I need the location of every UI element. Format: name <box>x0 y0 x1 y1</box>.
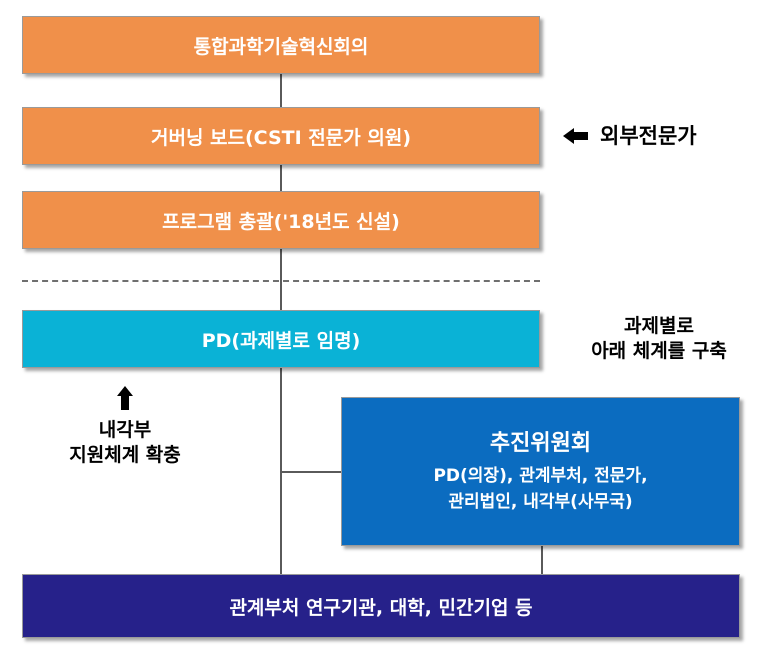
program-director-label: 프로그램 총괄('18년도 신설) <box>162 210 400 233</box>
per-project-note-line2: 아래 체계를 구축 <box>591 340 727 362</box>
committee-members-line2: 관리법인, 내각부(사무국) <box>448 491 633 512</box>
pd-box: PD(과제별로 임명) <box>22 310 540 368</box>
governing-board-label: 거버닝 보드(CSTI 전문가 의원) <box>150 126 412 149</box>
council-box: 통합과학기술혁신회의 <box>22 16 540 74</box>
cabinet-support-note-line1: 내각부 <box>98 419 152 441</box>
committee-to-institutions-line <box>541 546 543 574</box>
per-project-note-line1: 과제별로 <box>624 315 694 337</box>
cabinet-support-note: 내각부 지원체계 확충 <box>30 418 220 468</box>
institutions-box: 관계부처 연구기관, 대학, 민간기업 등 <box>22 574 740 638</box>
separator-dashed-line <box>22 280 540 282</box>
per-project-note: 과제별로 아래 체계를 구축 <box>556 314 762 364</box>
external-experts-note: 외부전문가 <box>600 124 697 148</box>
program-director-box: 프로그램 총괄('18년도 신설) <box>22 191 540 249</box>
committee-members-line1: PD(의장), 관계부처, 전문가, <box>433 465 648 486</box>
committee-box: 추진위원회 PD(의장), 관계부처, 전문가, 관리법인, 내각부(사무국) <box>341 397 740 546</box>
committee-title: 추진위원회 <box>489 430 592 456</box>
committee-connector-line <box>280 471 342 473</box>
governing-board-box: 거버닝 보드(CSTI 전문가 의원) <box>22 107 540 165</box>
institutions-label: 관계부처 연구기관, 대학, 민간기업 등 <box>229 596 533 619</box>
council-label: 통합과학기술혁신회의 <box>193 35 369 58</box>
cabinet-support-note-line2: 지원체계 확충 <box>69 444 181 466</box>
pd-label: PD(과제별로 임명) <box>201 329 361 352</box>
